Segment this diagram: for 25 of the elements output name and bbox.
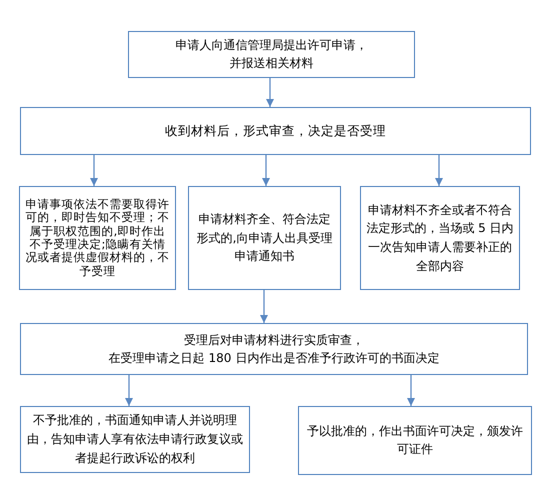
process-box xyxy=(298,406,532,475)
process-box xyxy=(188,186,341,290)
step-text: 不予批准的，书面通知申请人并说明理由，告知申请人享有依法申请行政复议或者提起行政诉讼的权利 xyxy=(26,412,244,467)
process-box xyxy=(20,107,531,155)
step-text: 申请材料齐全、符合法定形式的,向申请人出具受理申请通知书 xyxy=(196,211,334,266)
step-text: 予以批准的，作出书面许可决定，颁发许可证件 xyxy=(306,422,524,458)
process-box xyxy=(20,406,250,473)
arrow xyxy=(260,290,268,323)
step-text: 并报送相关材料 xyxy=(230,54,314,72)
step-text: 在受理申请之日起 180 日内作出是否准予行政许可的书面决定 xyxy=(108,350,440,367)
step-text: 申请人向通信管理局提出许可申请， xyxy=(176,36,368,54)
arrow xyxy=(90,155,98,186)
arrow xyxy=(262,155,270,186)
process-box xyxy=(360,186,520,290)
arrow xyxy=(266,78,274,107)
process-box xyxy=(19,186,176,290)
step-text: 受理后对申请材料进行实质审查， xyxy=(184,332,364,349)
process-box xyxy=(20,323,528,375)
process-box xyxy=(128,31,415,78)
arrow xyxy=(125,375,133,406)
arrow xyxy=(407,375,415,406)
step-text: 申请事项依法不需要取得许可的，即时告知不受理；不属于职权范围的,即时作出不予受理决定;隐瞒有关情况或者提供虚假材料的，不予受理 xyxy=(25,198,170,278)
step-text: 收到材料后，形式审查，决定是否受理 xyxy=(165,122,386,140)
step-text: 申请材料不齐全或者不符合法定形式的，当场或 5 日内一次告知申请人需要补正的全部内容 xyxy=(365,202,515,275)
arrow xyxy=(435,155,443,186)
